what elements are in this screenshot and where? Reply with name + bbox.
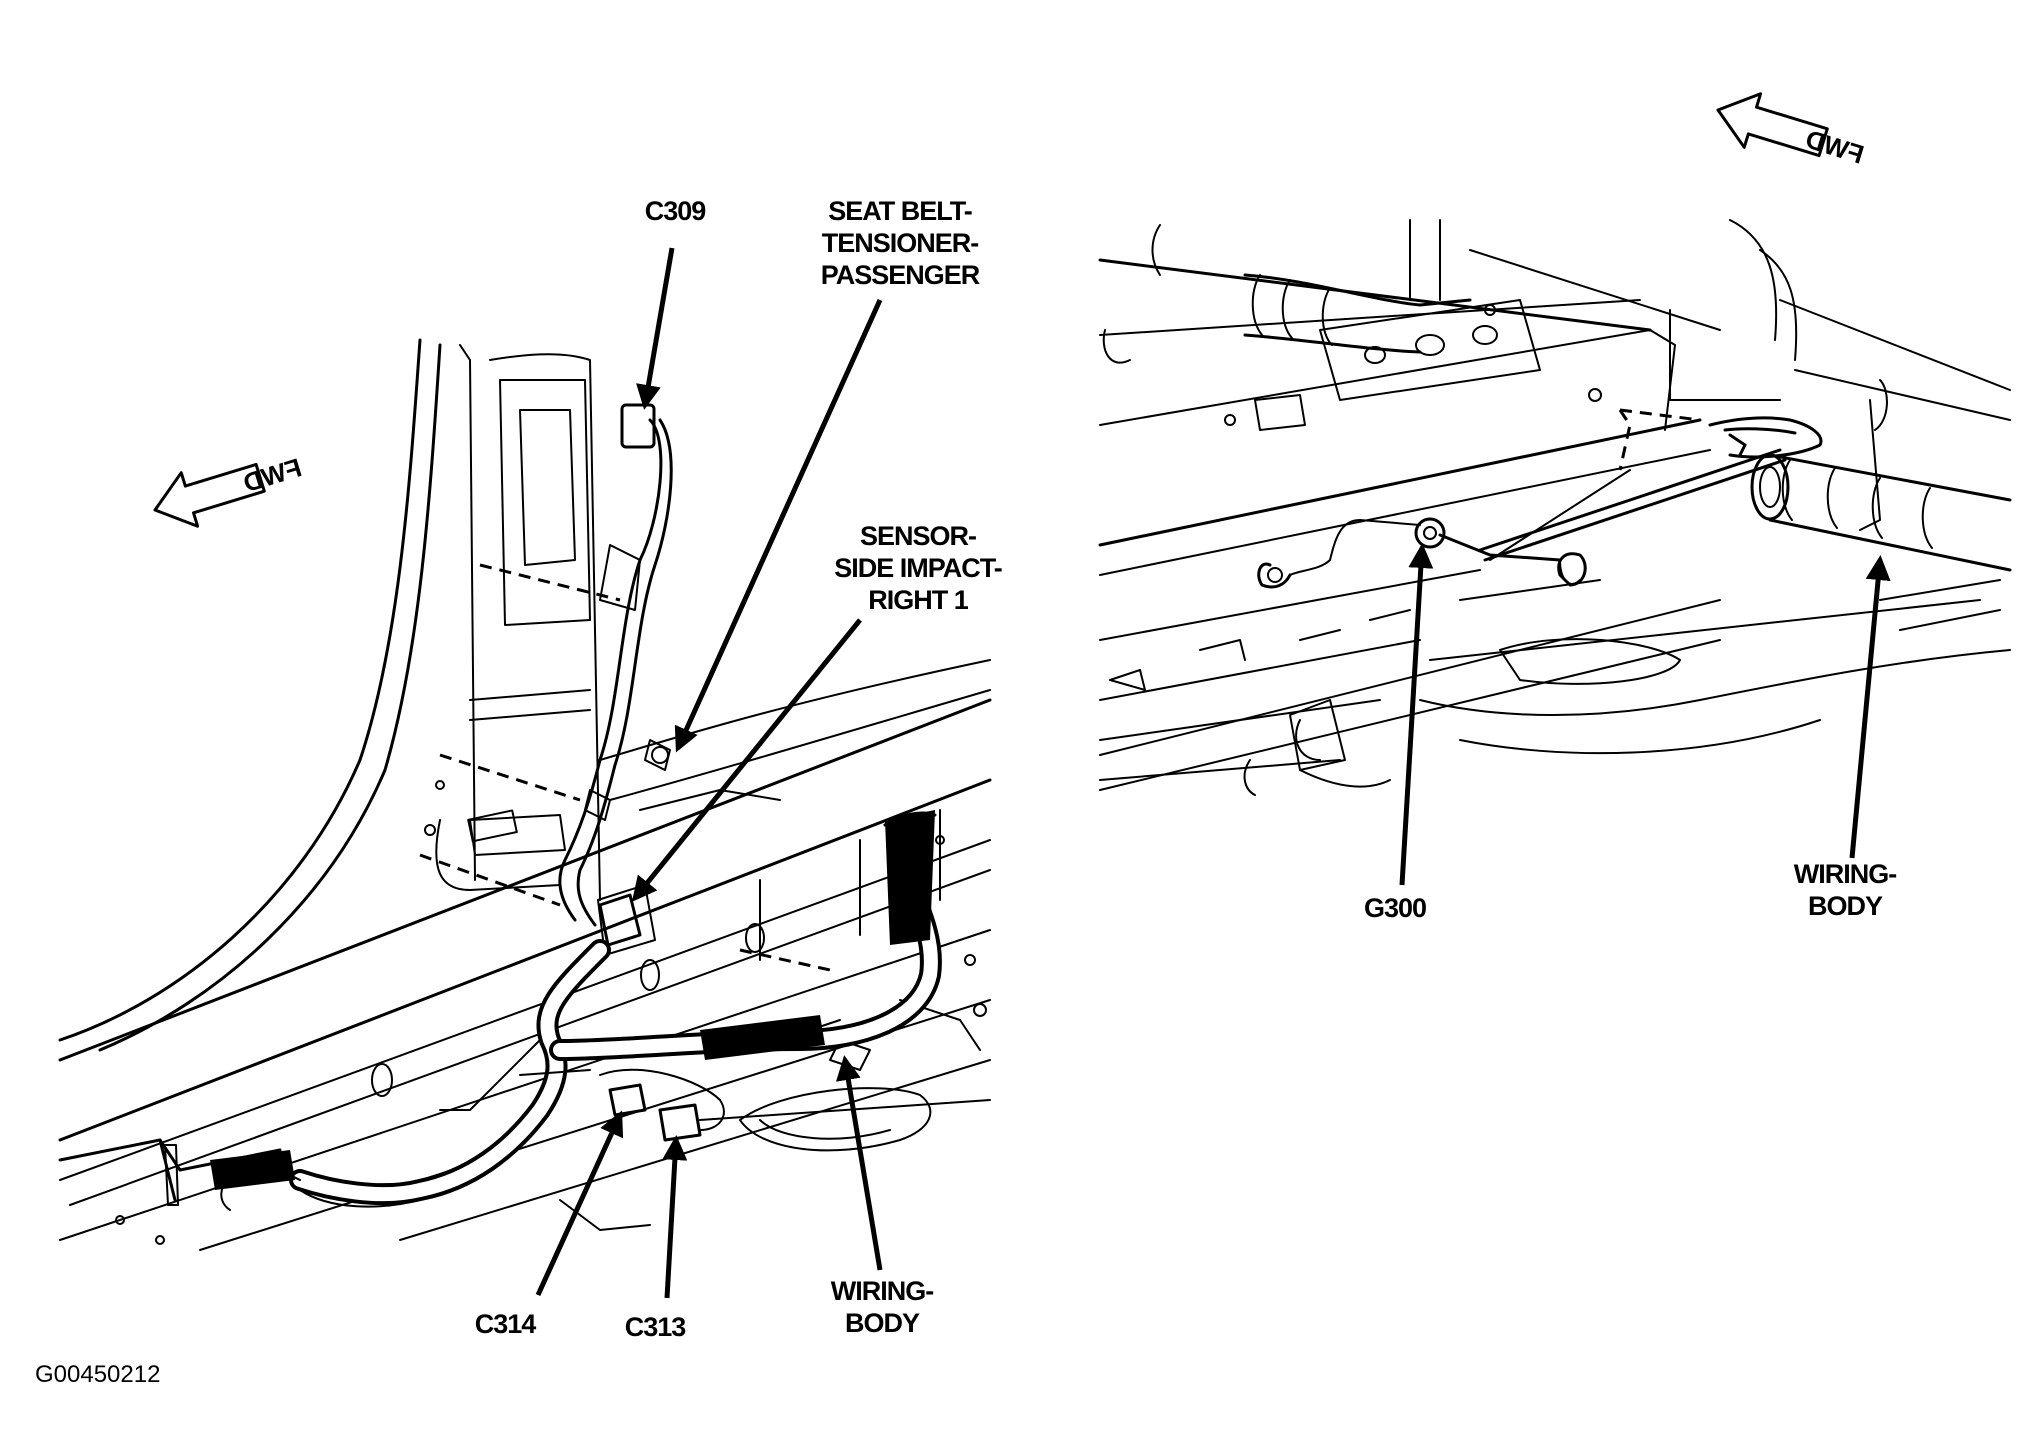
label-c314: C314 bbox=[475, 1309, 537, 1339]
pillar-harness bbox=[558, 403, 673, 927]
label-g300: G300 bbox=[1364, 893, 1426, 923]
side-impact-sensor bbox=[597, 884, 656, 956]
body-harness bbox=[210, 810, 942, 1211]
right-leaders bbox=[1399, 543, 1891, 886]
label-wiring-body-left-line-1: WIRING- bbox=[831, 1276, 933, 1306]
floor-connectors bbox=[519, 1068, 725, 1142]
fwd-arrow-label-right: FWD bbox=[1802, 124, 1867, 170]
rocker-sill bbox=[58, 659, 992, 1206]
label-seat-belt-line-1: SEAT BELT- bbox=[828, 196, 972, 226]
right-view: FWD bbox=[1098, 92, 2012, 923]
label-wiring-body-right-line-2: BODY bbox=[1808, 891, 1883, 921]
b-pillar bbox=[58, 338, 601, 1052]
right-pipe bbox=[1243, 273, 2012, 572]
right-floor-structure bbox=[1098, 219, 2011, 781]
label-c313: C313 bbox=[625, 1312, 687, 1342]
mounting-lines bbox=[419, 563, 831, 972]
left-view: FWD bbox=[58, 196, 1003, 1342]
label-seat-belt-line-2: TENSIONER- bbox=[822, 228, 979, 258]
label-c309: C309 bbox=[645, 196, 707, 226]
label-sensor-line-2: SIDE IMPACT- bbox=[834, 553, 1002, 583]
figure-id: G00450212 bbox=[35, 1361, 160, 1388]
c309-connector bbox=[620, 403, 656, 449]
fwd-arrow-label: FWD bbox=[240, 452, 305, 498]
left-leaders bbox=[535, 247, 883, 1299]
g300-ground-stud bbox=[1414, 517, 1446, 549]
fwd-arrow-icon: FWD bbox=[1716, 92, 1867, 170]
right-ground-wiring bbox=[1257, 408, 1823, 589]
label-seat-belt-line-3: PASSENGER bbox=[821, 260, 980, 290]
fwd-arrow-icon: FWD bbox=[153, 452, 305, 528]
label-wiring-body-right-line-1: WIRING- bbox=[1794, 859, 1896, 889]
label-sensor-line-3: RIGHT 1 bbox=[868, 585, 968, 615]
label-sensor-line-1: SENSOR- bbox=[860, 521, 976, 551]
label-wiring-body-left-line-2: BODY bbox=[845, 1308, 920, 1338]
